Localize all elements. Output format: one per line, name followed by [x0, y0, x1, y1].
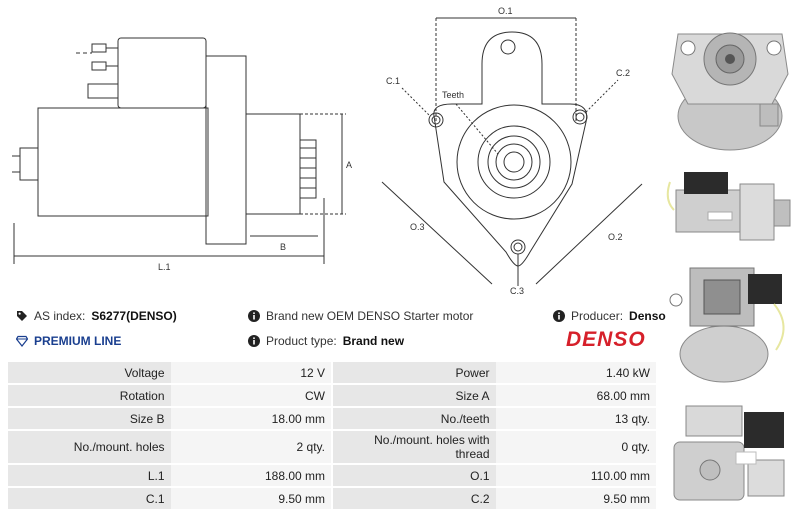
tag-icon	[17, 311, 27, 321]
spec-key: Size B	[8, 408, 171, 431]
dim-label-a: A	[346, 160, 352, 170]
producer-value: Denso	[629, 309, 666, 323]
spec-value: CW	[170, 385, 333, 408]
info-icon	[248, 335, 260, 347]
product-photo-rear[interactable]	[664, 256, 796, 386]
spec-key: Rotation	[8, 385, 171, 408]
spec-value: 9.50 mm	[495, 488, 658, 511]
dim-label-c3: C.3	[510, 286, 524, 296]
table-row: L.1 188.00 mm O.1 110.00 mm	[8, 465, 658, 488]
product-photo-side[interactable]	[664, 160, 796, 252]
table-row: C.1 9.50 mm C.2 9.50 mm	[8, 488, 658, 511]
spec-key: L.1	[8, 465, 171, 488]
product-type-value: Brand new	[342, 334, 405, 348]
denso-logo: DENSO	[566, 328, 646, 351]
dim-label-o1: O.1	[498, 6, 513, 16]
producer-row: Producer: Denso	[553, 309, 666, 323]
product-photo-front[interactable]	[664, 4, 796, 154]
table-row: Rotation CW Size A 68.00 mm	[8, 385, 658, 408]
spec-key: C.2	[333, 488, 496, 511]
spec-value: 2 qty.	[170, 431, 333, 465]
spec-value: 9.50 mm	[170, 488, 333, 511]
spec-value: 1.40 kW	[495, 362, 658, 385]
spec-key: No./mount. holes	[8, 431, 171, 465]
product-type-row: Product type: Brand new	[248, 334, 404, 348]
brand-new-row: Brand new OEM DENSO Starter motor	[248, 309, 473, 323]
spec-key: Voltage	[8, 362, 171, 385]
dim-label-teeth: Teeth	[442, 90, 464, 100]
side-view-drawing: A B L.1	[12, 37, 352, 272]
dim-label-o3: O.3	[410, 222, 425, 232]
as-index-label: AS index:	[34, 309, 86, 323]
table-row: Voltage 12 V Power 1.40 kW	[8, 362, 658, 385]
spec-value: 18.00 mm	[170, 408, 333, 431]
info-icon	[553, 310, 565, 322]
spec-value: 0 qty.	[495, 431, 658, 465]
dim-label-l1: L.1	[158, 262, 171, 272]
premium-line-label: PREMIUM LINE	[34, 334, 122, 348]
spec-value: 13 qty.	[495, 408, 658, 431]
table-row: Size B 18.00 mm No./teeth 13 qty.	[8, 408, 658, 431]
spec-key: No./mount. holes with thread	[333, 431, 496, 465]
brand-new-text: Brand new OEM DENSO Starter motor	[266, 309, 474, 323]
dim-label-o2: O.2	[608, 232, 623, 242]
dim-label-c2: C.2	[616, 68, 630, 78]
dim-label-b: B	[280, 242, 286, 252]
spec-key: O.1	[333, 465, 496, 488]
product-photo-top[interactable]	[664, 392, 796, 520]
spec-key: Size A	[333, 385, 496, 408]
premium-line-badge[interactable]: PREMIUM LINE	[16, 334, 121, 348]
table-row: No./mount. holes 2 qty. No./mount. holes…	[8, 431, 658, 465]
spec-key: C.1	[8, 488, 171, 511]
as-index-value: S6277(DENSO)	[91, 309, 177, 323]
product-type-label: Product type:	[266, 334, 337, 348]
front-view-drawing: O.1 C.1 C.2 Teeth O.3 O.2 C.3	[381, 6, 643, 296]
spec-value: 188.00 mm	[170, 465, 333, 488]
spec-key: Power	[333, 362, 496, 385]
spec-table: Voltage 12 V Power 1.40 kW Rotation CW S…	[8, 362, 658, 511]
dim-label-c1: C.1	[386, 76, 400, 86]
producer-label: Producer:	[571, 309, 624, 323]
spec-key: No./teeth	[333, 408, 496, 431]
diamond-icon	[16, 335, 28, 347]
as-index-row: AS index: S6277(DENSO)	[16, 309, 177, 323]
info-icon	[248, 310, 260, 322]
spec-value: 110.00 mm	[495, 465, 658, 488]
spec-value: 68.00 mm	[495, 385, 658, 408]
spec-value: 12 V	[170, 362, 333, 385]
